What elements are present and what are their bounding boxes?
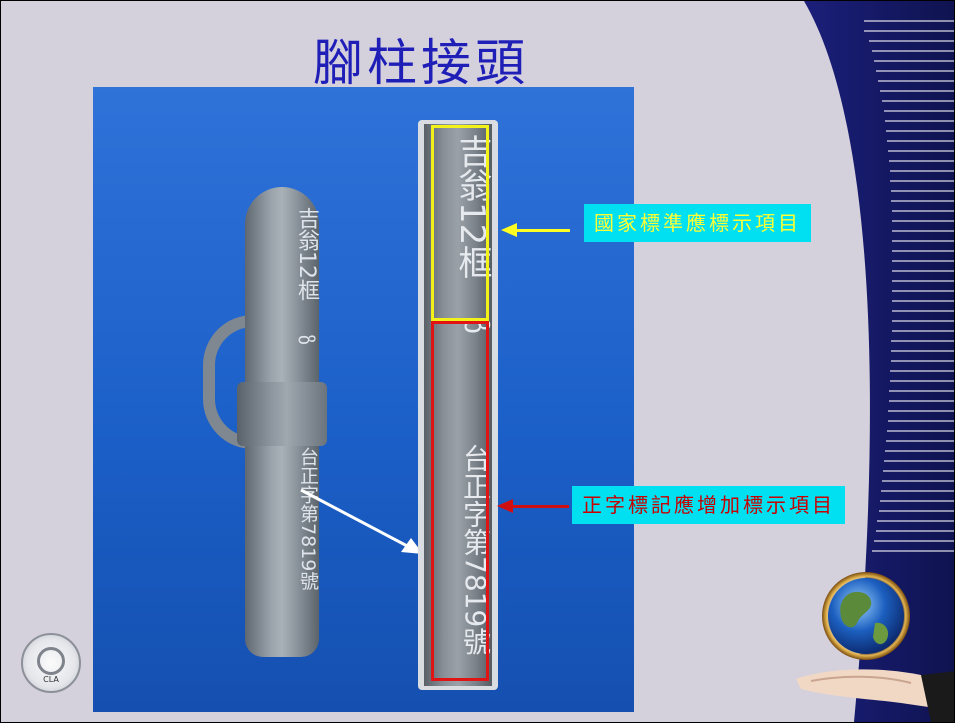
national-standard-box (431, 125, 489, 321)
mark-additional-label: 正字標記應增加標示項目 (572, 486, 845, 524)
product-photo: 吉翁12框 ზ 台正字第7819號 吉翁12框 ზ 台正字第7819號 (93, 87, 634, 712)
pointer-arrow (300, 488, 423, 554)
logo-abbr: CLA (43, 675, 59, 684)
left-post-top-text: 吉翁12框 (294, 207, 319, 301)
closeup-strip: 吉翁12框 ზ 台正字第7819號 (424, 124, 492, 686)
globe-on-hand-icon (796, 572, 954, 722)
national-standard-label: 國家標準應標示項目 (584, 204, 811, 242)
left-post: 吉翁12框 ზ 台正字第7819號 (203, 187, 327, 657)
left-post-symbol: ზ (294, 335, 318, 346)
closeup-top-text: 吉翁12框 (452, 134, 492, 280)
yellow-arrow-line (515, 229, 570, 232)
seal-ring (37, 647, 65, 675)
red-arrow-head-icon (497, 499, 513, 513)
council-of-labor-affairs-seal-icon: CLA (21, 633, 81, 693)
post-collar (237, 382, 327, 446)
decorative-stripes (804, 1, 954, 722)
mark-additional-box (431, 321, 489, 681)
slide-title: 腳柱接頭 (313, 34, 529, 92)
yellow-arrow-head-icon (501, 223, 517, 237)
left-post-bottom-text: 台正字第7819號 (297, 447, 319, 591)
red-arrow-line (511, 505, 569, 508)
